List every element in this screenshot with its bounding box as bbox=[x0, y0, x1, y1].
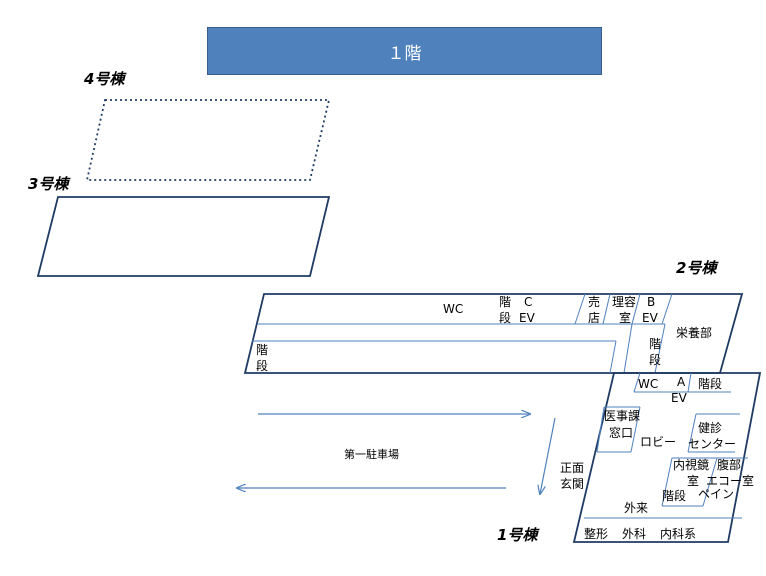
wc-a-label: WC bbox=[638, 377, 658, 391]
medical-affairs-label-1: 医事課 bbox=[604, 408, 640, 423]
lobby-label: ロビー bbox=[640, 435, 676, 449]
stairs-b-label: 階段 bbox=[662, 488, 686, 503]
building-1-outline bbox=[572, 372, 762, 543]
stairs-2-label-1: 階 bbox=[649, 336, 661, 351]
barber-label-2: 室 bbox=[619, 310, 631, 325]
stairs-left-label-1: 階 bbox=[256, 342, 268, 357]
a-ev-label-2: EV bbox=[671, 391, 688, 405]
parking-label: 第一駐車場 bbox=[344, 447, 399, 461]
c-ev-label-2: EV bbox=[519, 311, 536, 325]
stairs-left-label-2: 段 bbox=[256, 358, 268, 373]
shop-label-1: 売 bbox=[588, 294, 600, 309]
building-3-outline bbox=[36, 196, 331, 277]
floor-label: １階 bbox=[387, 43, 422, 64]
stairs-2-label-2: 段 bbox=[649, 352, 661, 367]
abdominal-echo-label-2: エコー室 bbox=[706, 473, 754, 488]
building-2-outline bbox=[243, 293, 744, 374]
b-ev-label-1: B bbox=[647, 295, 655, 309]
building-2-label: 2号棟 bbox=[676, 259, 719, 277]
main-entrance-label-1: 正面 bbox=[560, 461, 584, 475]
internal-medicine-label: 内科系 bbox=[660, 527, 696, 541]
stairs-c-label-1: 階 bbox=[499, 294, 511, 309]
traffic-arrow-down bbox=[540, 417, 556, 494]
abdominal-echo-label-1: 腹部 bbox=[717, 457, 741, 472]
medical-affairs-label-2: 窓口 bbox=[609, 425, 633, 440]
a-ev-label-1: A bbox=[677, 375, 686, 389]
shop-label-2: 店 bbox=[588, 311, 600, 325]
wc-top-label: WC bbox=[443, 302, 463, 316]
pain-label: ペイン bbox=[698, 487, 734, 501]
building-2-corridors bbox=[252, 293, 673, 374]
outpatient-label: 外来 bbox=[624, 501, 648, 515]
endoscopy-label-2: 室 bbox=[687, 473, 699, 488]
stairs-a-label: 階段 bbox=[698, 376, 722, 391]
nutrition-label: 栄養部 bbox=[676, 325, 712, 340]
building-4-label: 4号棟 bbox=[83, 70, 127, 88]
main-entrance-label-2: 玄関 bbox=[560, 476, 584, 491]
barber-label-1: 理容 bbox=[612, 294, 636, 309]
building-1-rooms bbox=[584, 372, 748, 519]
surgery-label: 外科 bbox=[622, 527, 646, 541]
building-4-outline bbox=[85, 99, 331, 181]
endoscopy-label-1: 内視鏡 bbox=[673, 457, 709, 472]
building-3-label: 3号棟 bbox=[28, 175, 71, 193]
c-ev-label-1: C bbox=[524, 295, 532, 309]
health-center-label-1: 健診 bbox=[698, 420, 722, 435]
stairs-c-label-2: 段 bbox=[499, 310, 511, 325]
orthopedics-label: 整形 bbox=[584, 526, 608, 541]
health-center-label-2: センター bbox=[688, 437, 736, 451]
building-1-label: 1号棟 bbox=[497, 526, 540, 544]
b-ev-label-2: EV bbox=[642, 311, 659, 325]
floor-banner: １階 bbox=[207, 27, 602, 75]
